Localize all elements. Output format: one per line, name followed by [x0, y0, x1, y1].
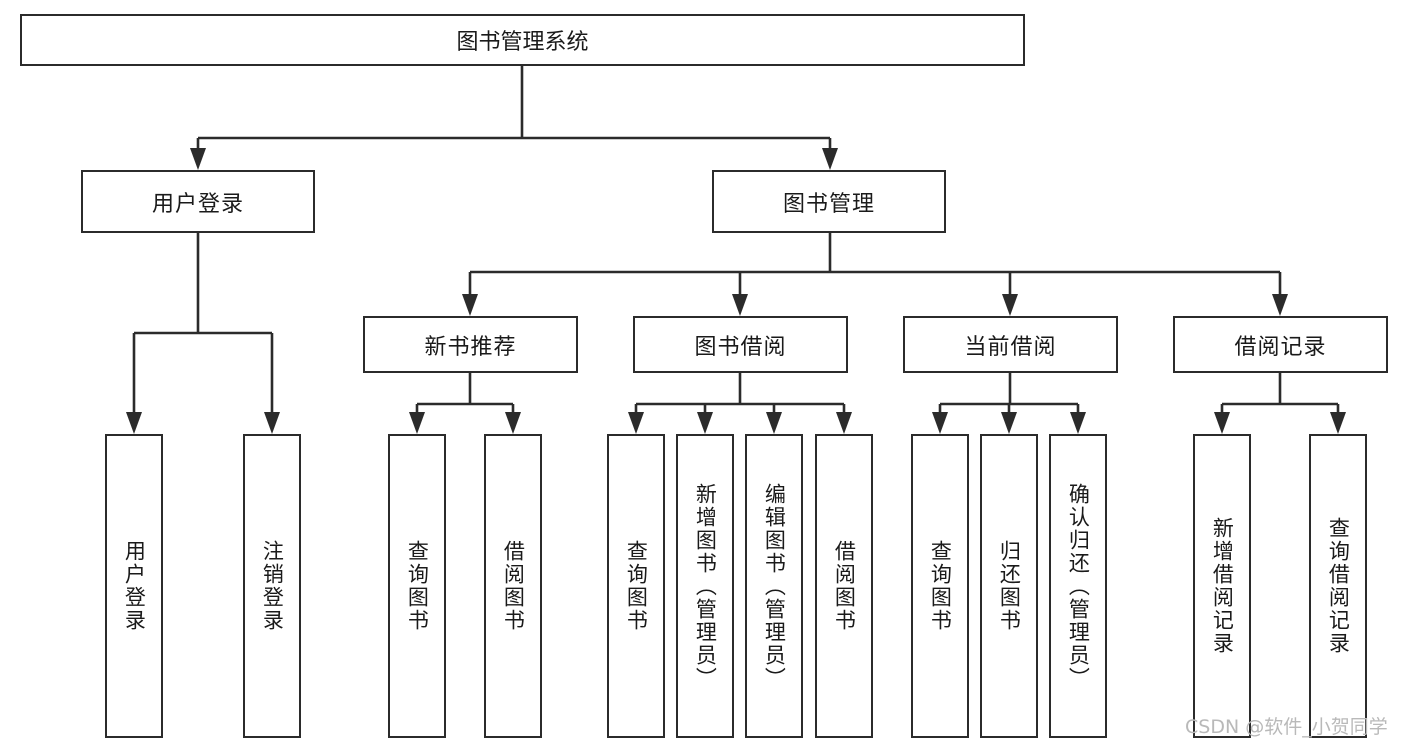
- node-leaf-query-book-2[interactable]: 查询图书: [607, 434, 665, 738]
- node-leaf-query-record[interactable]: 查询借阅记录: [1309, 434, 1367, 738]
- arrowhead-book-borrow: [732, 294, 748, 316]
- node-leaf-confirm-return-label: 确认归还（管理员）: [1066, 482, 1091, 690]
- arrowhead-new-book-recommend: [462, 294, 478, 316]
- arrowhead-leaf-user-login: [126, 412, 142, 434]
- node-leaf-edit-book[interactable]: 编辑图书（管理员）: [745, 434, 803, 738]
- node-leaf-user-login[interactable]: 用户登录: [105, 434, 163, 738]
- node-book-borrow[interactable]: 图书借阅: [633, 316, 848, 373]
- node-leaf-user-login-label: 用户登录: [122, 540, 147, 632]
- arrowhead-leaf-query-book-2: [628, 412, 644, 434]
- arrowhead-leaf-add-record: [1214, 412, 1230, 434]
- node-book-borrow-label: 图书借阅: [694, 334, 787, 360]
- watermark: CSDN @软件_小贺同学: [1185, 716, 1388, 738]
- node-leaf-borrow-book-1-label: 借阅图书: [501, 540, 526, 632]
- node-leaf-add-record[interactable]: 新增借阅记录: [1193, 434, 1251, 738]
- node-root-label: 图书管理系统: [456, 30, 589, 55]
- node-leaf-logout-label: 注销登录: [260, 540, 285, 632]
- arrowhead-leaf-return-book: [1001, 412, 1017, 434]
- arrowhead-leaf-query-record: [1330, 412, 1346, 434]
- arrowhead-leaf-confirm-return: [1070, 412, 1086, 434]
- node-leaf-query-book-3[interactable]: 查询图书: [911, 434, 969, 738]
- arrowhead-leaf-borrow-book-2: [836, 412, 852, 434]
- node-leaf-borrow-book-2-label: 借阅图书: [832, 540, 857, 632]
- arrowhead-leaf-add-book: [697, 412, 713, 434]
- arrowhead-leaf-borrow-book-1: [505, 412, 521, 434]
- node-borrow-record-label: 借阅记录: [1234, 334, 1327, 360]
- node-leaf-query-book-2-label: 查询图书: [624, 540, 649, 632]
- node-leaf-add-book-label: 新增图书（管理员）: [693, 482, 718, 690]
- node-book-management-label: 图书管理: [782, 191, 875, 217]
- node-user-login[interactable]: 用户登录: [81, 170, 315, 233]
- node-current-borrow[interactable]: 当前借阅: [903, 316, 1118, 373]
- node-book-management[interactable]: 图书管理: [712, 170, 946, 233]
- node-leaf-query-record-label: 查询借阅记录: [1326, 517, 1351, 655]
- arrowhead-current-borrow: [1002, 294, 1018, 316]
- arrowhead-leaf-query-book-1: [409, 412, 425, 434]
- arrowhead-book-management: [822, 148, 838, 170]
- node-leaf-query-book-1-label: 查询图书: [405, 540, 430, 632]
- node-current-borrow-label: 当前借阅: [964, 334, 1057, 360]
- node-leaf-return-book[interactable]: 归还图书: [980, 434, 1038, 738]
- arrowhead-leaf-edit-book: [766, 412, 782, 434]
- arrowhead-user-login: [190, 148, 206, 170]
- node-leaf-logout[interactable]: 注销登录: [243, 434, 301, 738]
- node-leaf-add-book[interactable]: 新增图书（管理员）: [676, 434, 734, 738]
- arrowhead-leaf-query-book-3: [932, 412, 948, 434]
- node-borrow-record[interactable]: 借阅记录: [1173, 316, 1388, 373]
- node-root[interactable]: 图书管理系统: [20, 14, 1025, 66]
- node-leaf-query-book-3-label: 查询图书: [928, 540, 953, 632]
- node-leaf-add-record-label: 新增借阅记录: [1210, 517, 1235, 655]
- node-leaf-borrow-book-1[interactable]: 借阅图书: [484, 434, 542, 738]
- node-leaf-confirm-return[interactable]: 确认归还（管理员）: [1049, 434, 1107, 738]
- node-leaf-edit-book-label: 编辑图书（管理员）: [762, 482, 787, 690]
- node-new-book-recommend[interactable]: 新书推荐: [363, 316, 578, 373]
- node-leaf-query-book-1[interactable]: 查询图书: [388, 434, 446, 738]
- node-user-login-label: 用户登录: [151, 191, 244, 217]
- arrowhead-leaf-logout: [264, 412, 280, 434]
- node-leaf-borrow-book-2[interactable]: 借阅图书: [815, 434, 873, 738]
- node-new-book-recommend-label: 新书推荐: [424, 334, 517, 360]
- node-leaf-return-book-label: 归还图书: [997, 540, 1022, 632]
- arrowhead-borrow-record: [1272, 294, 1288, 316]
